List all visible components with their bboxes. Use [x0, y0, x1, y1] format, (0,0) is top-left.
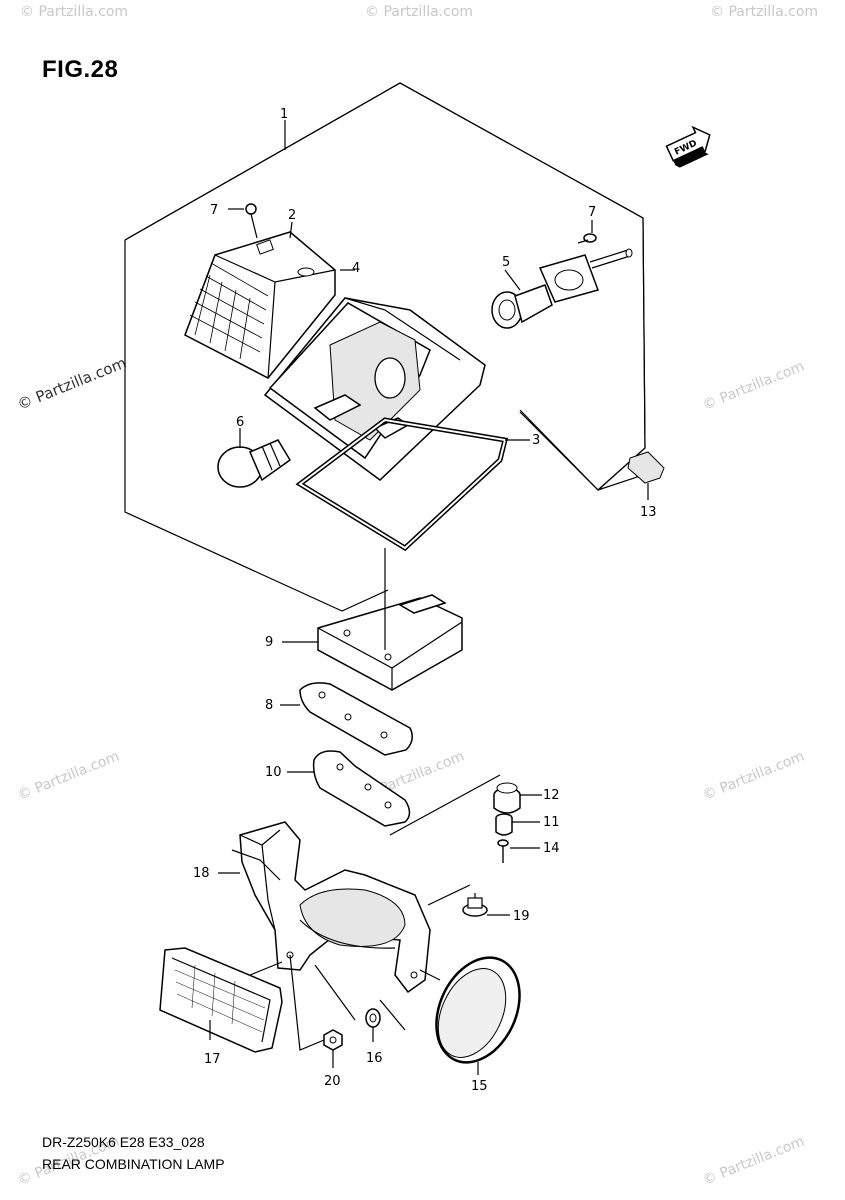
callout-15: 15: [471, 1079, 488, 1094]
assembly-outline-inner: [519, 409, 599, 491]
fwd-arrow-icon: FWD: [665, 125, 711, 168]
watermark-text: © Partzilla.com: [16, 748, 122, 803]
callout-8: 8: [265, 698, 273, 713]
leader-5: [504, 269, 521, 291]
callout-3: 3: [532, 433, 540, 448]
bolt-19: [462, 893, 510, 917]
watermark-text: © Partzilla.com: [701, 748, 807, 803]
callout-7-left: 7: [210, 203, 218, 218]
watermark-text: © Partzilla.com: [701, 358, 807, 413]
plate-8: [280, 682, 413, 756]
callout-19: 19: [513, 909, 530, 924]
callout-18: 18: [193, 866, 210, 881]
callout-2: 2: [288, 208, 296, 223]
grommet-12: [493, 782, 542, 814]
watermark-text: © Partzilla.com: [701, 1133, 807, 1188]
lamp-gasket: [295, 417, 530, 552]
watermark-text: © Partzilla.com: [365, 4, 473, 20]
callout-10: 10: [265, 765, 282, 780]
model-code: DR-Z250K6 E28 E33_028: [42, 1134, 205, 1150]
reflector-15: [419, 956, 521, 1075]
bolt-14: [497, 839, 540, 863]
nut-20: [323, 1029, 343, 1068]
callout-17: 17: [204, 1052, 221, 1067]
callout-16: 16: [366, 1051, 383, 1066]
leader-13: [597, 475, 641, 491]
leader-2: [289, 221, 293, 239]
callout-13: 13: [640, 505, 657, 520]
figure-title: FIG.28: [42, 56, 119, 83]
callout-labels: 1 2 3 4 5 6 7 7 8 9 10 11 12 13 14 15 16…: [193, 107, 657, 1094]
callout-20: 20: [324, 1074, 341, 1089]
callout-4: 4: [352, 261, 360, 276]
washer-16: [365, 1008, 381, 1042]
watermark-text: © Partzilla.com: [710, 4, 818, 20]
watermarks: © Partzilla.com © Partzilla.com © Partzi…: [15, 4, 818, 1189]
lamp-lens-cover: [184, 231, 336, 379]
callout-7-right: 7: [588, 205, 596, 220]
reflector-17: [159, 947, 283, 1053]
screw-7-right: [577, 220, 597, 244]
callout-11: 11: [543, 815, 560, 830]
callout-14: 14: [543, 841, 560, 856]
callout-6: 6: [236, 415, 244, 430]
callout-12: 12: [543, 788, 560, 803]
dashed-guides: [289, 954, 406, 1051]
callout-9: 9: [265, 635, 273, 650]
screw-7-left: [228, 203, 258, 239]
cap-13: [627, 451, 665, 500]
figure-name: REAR COMBINATION LAMP: [42, 1156, 225, 1172]
callout-5: 5: [502, 255, 510, 270]
bulb: [217, 428, 291, 488]
pad-9: [282, 594, 463, 691]
watermark-text: © Partzilla.com: [20, 4, 128, 20]
plate-10: [287, 750, 501, 836]
assembly-outline-lower: [124, 240, 389, 612]
callout-1: 1: [280, 107, 288, 122]
watermark-text: © Partzilla.com: [15, 354, 129, 414]
collar-11: [495, 813, 540, 836]
lamp-housing: [263, 269, 486, 481]
lamp-bracket: [218, 821, 471, 994]
bulb-socket: [491, 248, 633, 329]
